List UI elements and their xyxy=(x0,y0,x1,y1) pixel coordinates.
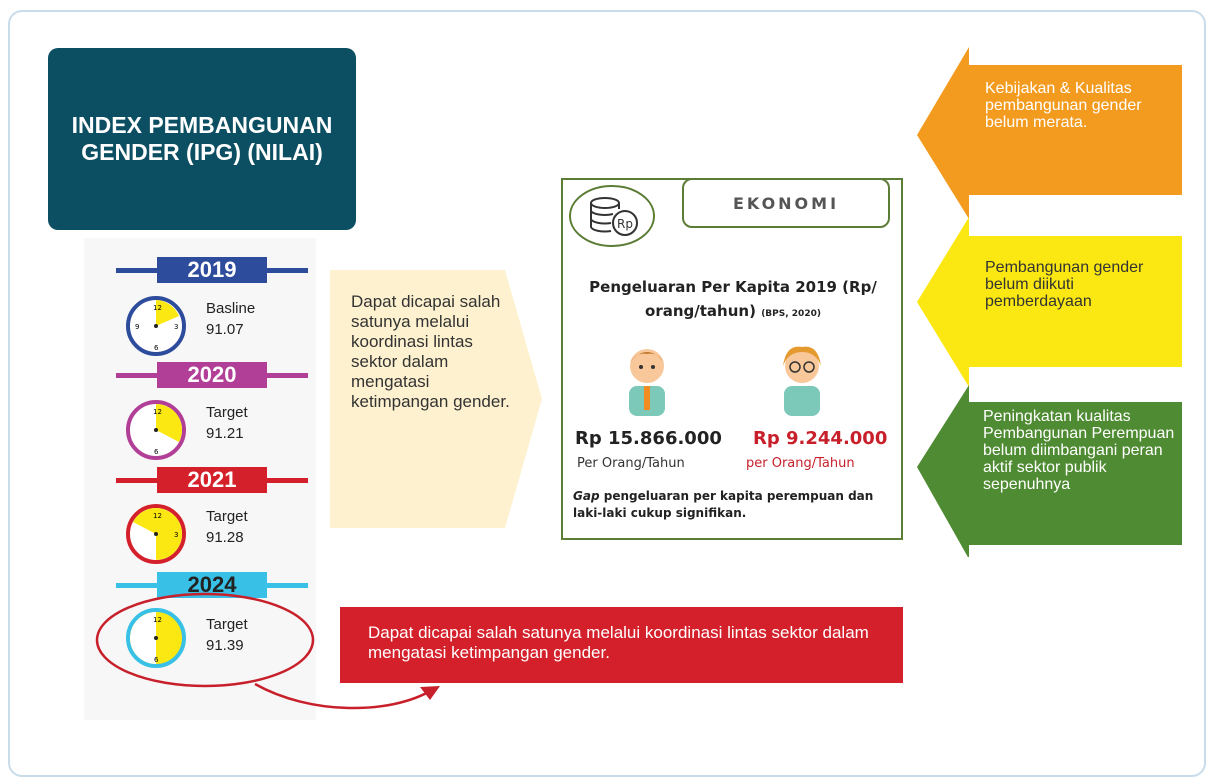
female-amount: Rp 9.244.000 xyxy=(753,428,888,449)
svg-text:6: 6 xyxy=(154,344,159,352)
timeline-2021-label: Target xyxy=(206,508,248,525)
side-arrow-text-2: Pembangunan gender belum diikuti pemberd… xyxy=(985,259,1144,310)
svg-text:12: 12 xyxy=(153,304,162,312)
side-arrow-text-3: Peningkatan kualitas Pembangunan Perempu… xyxy=(983,408,1175,493)
male-figure-icon xyxy=(629,349,665,416)
year-badge-2020: 2020 xyxy=(157,362,267,388)
timeline-2024-text: Target 91.39 xyxy=(206,614,248,656)
callout-text: Dapat dicapai salah satunya melalui koor… xyxy=(351,292,510,411)
timeline-2019-value: 91.07 xyxy=(206,321,244,338)
highlight-arrow xyxy=(95,592,440,710)
svg-text:Rp: Rp xyxy=(617,217,633,231)
timeline-2019-label: Basline xyxy=(206,300,256,317)
clock-icon: 12 3 xyxy=(126,504,186,564)
timeline-2024-label: Target xyxy=(206,616,248,633)
svg-text:6: 6 xyxy=(154,448,159,456)
bottom-callout: Dapat dicapai salah satunya melalui koor… xyxy=(340,607,903,683)
clock-icon: 12 3 6 9 xyxy=(126,296,186,356)
svg-text:3: 3 xyxy=(174,531,178,539)
male-unit: Per Orang/Tahun xyxy=(577,456,685,471)
svg-text:6: 6 xyxy=(154,656,159,664)
svg-text:12: 12 xyxy=(153,512,162,520)
ekonomi-subtitle: Pengeluaran Per Kapita 2019 (Rp/ orang/t… xyxy=(571,275,895,326)
callout-arrow-shape xyxy=(330,270,542,528)
female-figure-icon xyxy=(783,346,821,416)
year-badge-2021: 2021 xyxy=(157,467,267,493)
gap-rest: pengeluaran per kapita perempuan dan lak… xyxy=(573,489,874,520)
gap-word: Gap xyxy=(573,489,600,503)
timeline-2020-text: Target 91.21 xyxy=(206,402,248,444)
side-arrow-text-1: Kebijakan & Kualitas pembangunan gender … xyxy=(985,80,1142,131)
male-amount: Rp 15.866.000 xyxy=(575,428,722,449)
timeline-2019-text: Basline 91.07 xyxy=(206,298,255,340)
ekonomi-source: (BPS, 2020) xyxy=(761,309,821,319)
year-badge-2019: 2019 xyxy=(157,257,267,283)
timeline-2021-text: Target 91.28 xyxy=(206,506,248,548)
svg-text:3: 3 xyxy=(174,323,178,331)
timeline-2020-label: Target xyxy=(206,404,248,421)
svg-text:9: 9 xyxy=(135,323,139,331)
ekonomi-header: EKONOMI xyxy=(682,178,890,228)
side-arrows xyxy=(917,47,1182,557)
timeline-2021-value: 91.28 xyxy=(206,529,244,546)
gap-note: Gap pengeluaran per kapita perempuan dan… xyxy=(573,488,895,522)
timeline-2020-value: 91.21 xyxy=(206,425,244,442)
female-unit: per Orang/Tahun xyxy=(746,456,855,471)
ipg-title: INDEX PEMBANGUNAN GENDER (IPG) (NILAI) xyxy=(48,48,356,230)
svg-text:12: 12 xyxy=(153,616,162,624)
svg-text:12: 12 xyxy=(153,408,162,416)
ekonomi-label: EKONOMI xyxy=(732,193,840,213)
rupiah-coin-icon: Rp xyxy=(569,185,655,247)
ekonomi-subtitle-text: Pengeluaran Per Kapita 2019 (Rp/ orang/t… xyxy=(589,278,877,320)
clock-icon: 12 6 xyxy=(126,400,186,460)
clock-icon: 12 6 xyxy=(126,608,186,668)
timeline-2024-value: 91.39 xyxy=(206,637,244,654)
